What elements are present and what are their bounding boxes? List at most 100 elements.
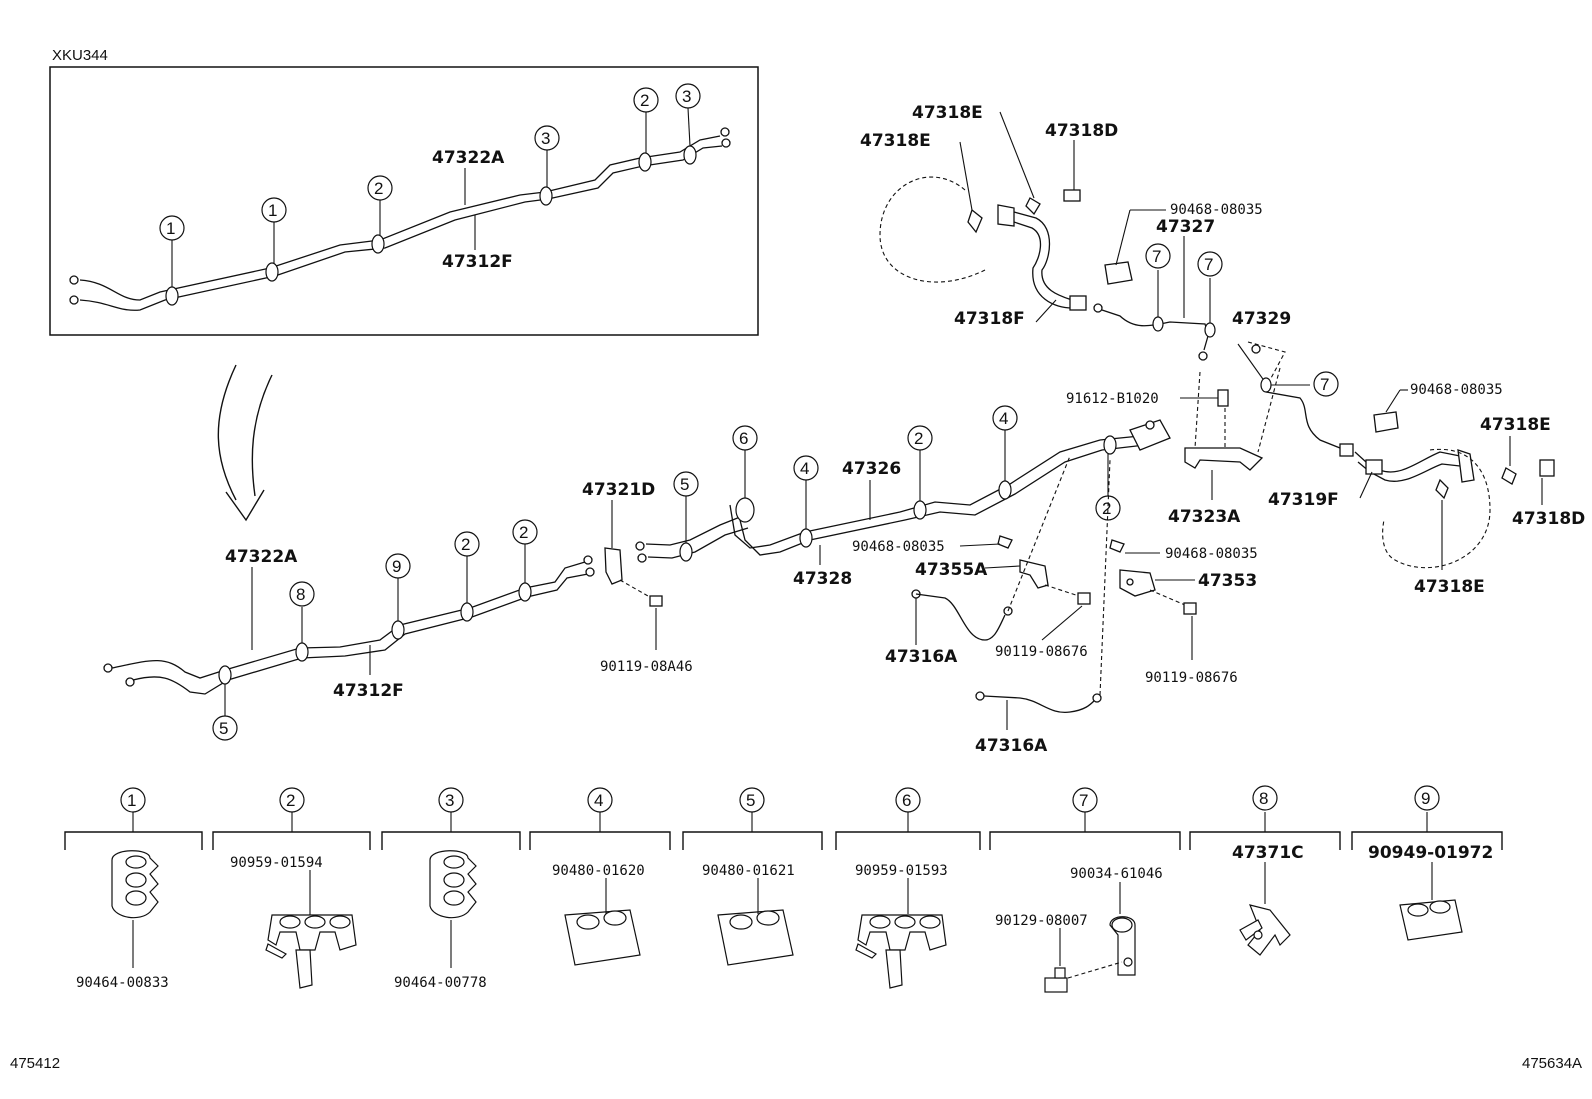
label-47322A: 47322A [225,547,298,567]
legend-num-7: 7 [1079,791,1088,810]
rear-brake-tube-assembly: 5 6 4 2 4 2 47326 47328 [635,405,1171,589]
pipe-clamp-icon [371,234,385,254]
svg-text:4: 4 [999,409,1008,428]
label-47318E-b: 47318E [912,103,983,123]
label-90119-08676-a: 90119-08676 [995,644,1088,660]
svg-text:8: 8 [296,585,305,604]
label-47319F: 47319F [1268,490,1339,510]
label-90468-08035-b: 90468-08035 [1165,546,1258,562]
label-91612-B1020: 91612-B1020 [1066,391,1159,407]
triple-clip-icon [111,850,159,919]
legend-num-8: 8 [1259,789,1268,808]
svg-text:7: 7 [1152,247,1161,266]
legend-part-2-top: 90959-01594 [230,855,323,871]
svg-text:2: 2 [914,429,923,448]
legend-part-4-top: 90480-01620 [552,863,645,879]
svg-text:2: 2 [1102,499,1111,518]
label-90119-08676-b: 90119-08676 [1145,670,1238,686]
label-47329: 47329 [1232,309,1291,329]
svg-text:3: 3 [682,87,691,106]
legend-num-1: 1 [127,791,136,810]
direction-arrow-icon [217,364,273,522]
label-47318D-b: 47318D [1512,509,1585,529]
svg-text:2: 2 [519,523,528,542]
legend-num-2: 2 [286,791,295,810]
pipe-clamp-icon [683,145,697,165]
svg-text:1: 1 [268,201,277,220]
ref-left: 475412 [10,1055,60,1072]
label-90468-08035-d: 90468-08035 [1410,382,1503,398]
bleeder-icon [1063,189,1081,202]
svg-text:2: 2 [640,91,649,110]
legend-num-6: 6 [902,791,911,810]
spring-clip-icon [1239,904,1291,956]
flex-hose-group: 90468-08035 47355A 90119-08676 47316A 47… [852,455,1111,756]
svg-text:2: 2 [374,179,383,198]
legend-part-6-top: 90959-01593 [855,863,948,879]
svg-text:1: 1 [166,219,175,238]
front-brake-tube-assembly: 5 8 9 2 2 47322A 47312F [103,519,595,741]
double-clip-icon [564,909,641,966]
flare-nut-icon [69,275,79,285]
clip-and-bolt-icon [1044,916,1136,993]
label-47316A-b: 47316A [975,736,1048,756]
legend-part-5-top: 90480-01621 [702,863,795,879]
svg-text:9: 9 [392,557,401,576]
label-47323A: 47323A [1168,507,1241,527]
label-47327: 47327 [1156,217,1215,237]
svg-text:6: 6 [739,429,748,448]
clamp-legend: 1 2 3 4 5 6 7 8 9 90464-00833 [64,785,1503,993]
legend-part-7-top: 90034-61046 [1070,866,1163,882]
label-90468-08035-c: 90468-08035 [1170,202,1263,218]
label-47318E-d: 47318E [1414,577,1485,597]
rear-junction-group: 90468-08035 47353 90119-08676 91612-B102… [1066,367,1281,686]
label-47322A-inset: 47322A [432,148,505,168]
rear-right-brake-area: 47329 7 47319F 90468-08035 47318E 47318E… [1232,309,1585,597]
label-47316A-a: 47316A [885,647,958,667]
svg-text:5: 5 [219,719,228,738]
legend-num-4: 4 [594,791,603,810]
legend-num-9: 9 [1421,789,1430,808]
triple-clip-icon [429,850,477,919]
label-47326: 47326 [842,459,901,479]
svg-text:5: 5 [680,475,689,494]
legend-num-3: 3 [445,791,454,810]
label-47318E-c: 47318E [1480,415,1551,435]
flare-nut-icon [721,138,731,148]
junction-47321D: 47321D 90119-08A46 [582,480,693,675]
clip-with-tab-icon [855,914,947,989]
pipe-clamp-icon [265,262,279,282]
svg-text:7: 7 [1320,375,1329,394]
flare-nut-icon [720,127,730,137]
label-47355A: 47355A [915,560,988,580]
pipe-clamp-icon [638,152,652,172]
label-47328: 47328 [793,569,852,589]
label-47353: 47353 [1198,571,1257,591]
legend-part-9-top: 90949-01972 [1368,843,1493,863]
double-clip-icon [1399,899,1463,941]
legend-part-8-top: 47371C [1232,843,1304,863]
legend-part-3-bottom: 90464-00778 [394,975,487,991]
label-47321D: 47321D [582,480,655,500]
legend-num-5: 5 [746,791,755,810]
svg-text:7: 7 [1204,255,1213,274]
bolt-icon [649,595,663,607]
label-47318D-a: 47318D [1045,121,1118,141]
inset-frame [49,66,759,336]
clip-with-tab-icon [265,914,357,989]
double-clip-icon [717,909,794,966]
rear-left-brake-area: 47318E 47318E 47318D 47318F 7 7 47327 90… [860,103,1263,361]
svg-text:4: 4 [800,459,809,478]
legend-part-1-bottom: 90464-00833 [76,975,169,991]
legend-part-7-bottom: 90129-08007 [995,913,1088,929]
label-47312F-inset: 47312F [442,252,513,272]
label-47318E-a: 47318E [860,131,931,151]
inset-detail: XKU344 1 1 2 3 2 3 47322A 47312F [49,47,759,336]
inset-code: XKU344 [52,47,108,64]
pipe-clamp-icon [539,186,553,206]
label-90468-08035-a: 90468-08035 [852,539,945,555]
label-47318F: 47318F [954,309,1025,329]
svg-text:3: 3 [541,129,550,148]
flare-nut-icon [69,295,79,305]
